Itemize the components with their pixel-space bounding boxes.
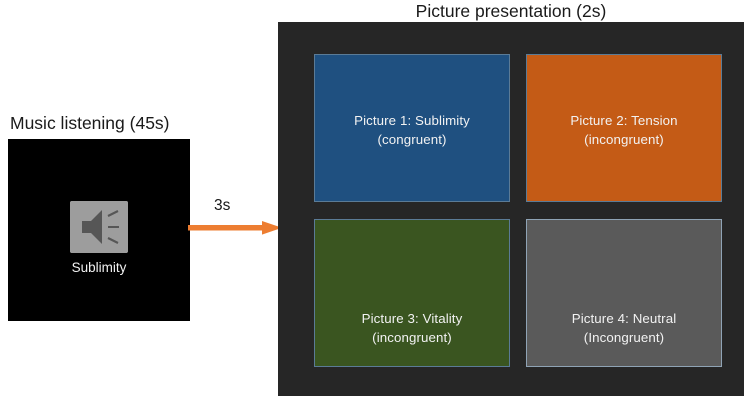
speaker-stimulus-block: Sublimity: [70, 201, 128, 276]
music-listening-screen: Sublimity: [8, 139, 190, 321]
music-stimulus-caption: Sublimity: [71, 260, 127, 275]
picture-cell-4-text: Picture 4: Neutral (Incongruent): [527, 310, 721, 347]
picture-cell-4-line1: Picture 4: Neutral: [571, 311, 677, 326]
picture-cell-1-text: Picture 1: Sublimity (congruent): [315, 112, 509, 149]
picture-cell-4-line2: (Incongruent): [583, 329, 665, 345]
music-listening-label: Music listening (45s): [10, 113, 170, 133]
picture-cell-1-line1: Picture 1: Sublimity: [354, 113, 470, 128]
arrow-right-icon: [188, 221, 282, 235]
picture-presentation-screen: Picture 1: Sublimity (congruent) Picture…: [278, 22, 744, 396]
picture-cell-2-line1: Picture 2: Tension: [570, 113, 678, 128]
picture-cell-3-text: Picture 3: Vitality (incongruent): [315, 310, 509, 347]
picture-cell-3-line2: (incongruent): [372, 329, 452, 345]
picture-cell-1: Picture 1: Sublimity (congruent): [314, 54, 510, 202]
picture-presentation-title: Picture presentation (2s): [415, 1, 607, 21]
picture-cell-3-line1: Picture 3: Vitality: [361, 311, 463, 326]
picture-cell-3: Picture 3: Vitality (incongruent): [314, 219, 510, 367]
picture-cell-2-line2: (incongruent): [584, 131, 664, 147]
picture-cell-2: Picture 2: Tension (incongruent): [526, 54, 722, 202]
music-listening-stage: Music listening (45s) Sublimity: [8, 110, 190, 321]
speaker-icon: [70, 201, 128, 253]
picture-cell-1-line2: (congruent): [377, 131, 447, 147]
picture-cell-4: Picture 4: Neutral (Incongruent): [526, 219, 722, 367]
transition-duration-label: 3s: [214, 197, 231, 214]
transition-arrow-group: 3s: [188, 196, 284, 240]
picture-grid: Picture 1: Sublimity (congruent) Picture…: [314, 54, 722, 369]
picture-cell-2-text: Picture 2: Tension (incongruent): [527, 112, 721, 149]
